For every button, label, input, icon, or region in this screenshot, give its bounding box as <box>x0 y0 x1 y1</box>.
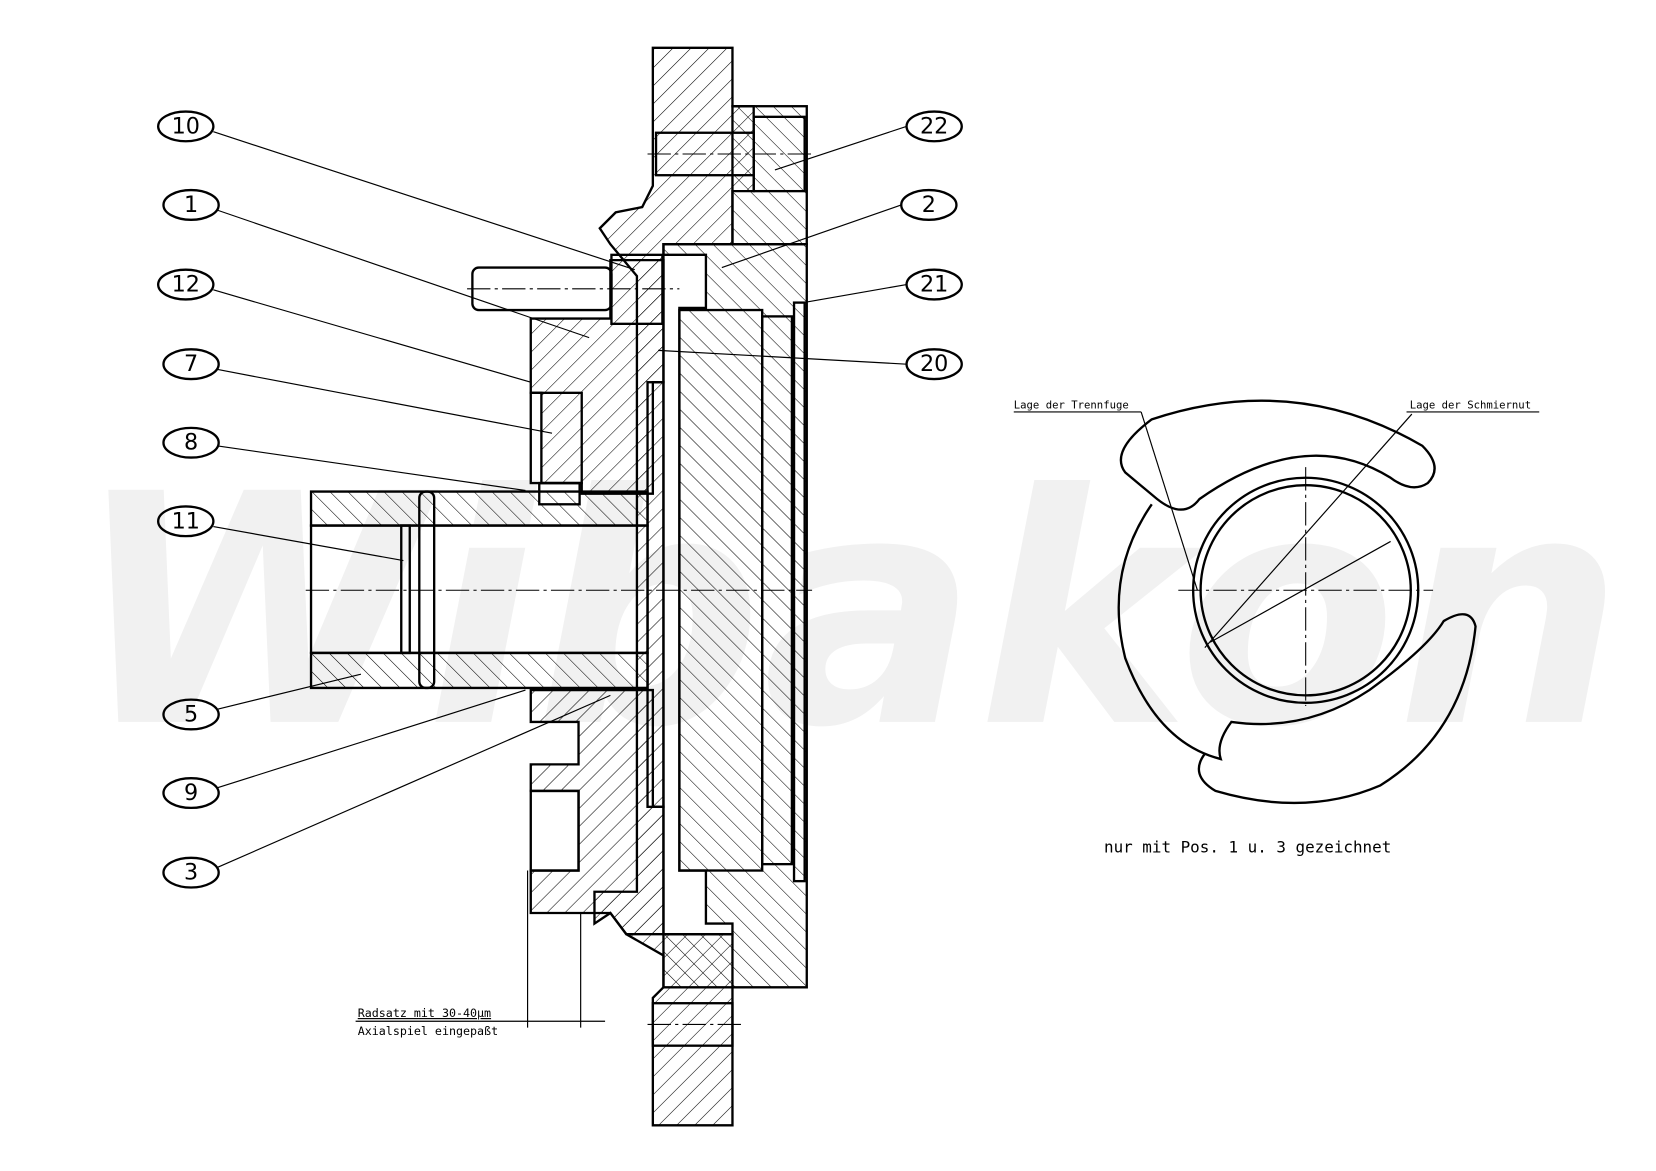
balloon-5: 5 <box>162 698 220 731</box>
svg-text:20: 20 <box>920 351 948 377</box>
cover <box>662 243 808 989</box>
split-bearing-shell <box>1119 399 1436 511</box>
axial-note-line1: Radsatz mit 30-40µm <box>358 1006 491 1020</box>
watermark: Wibakon <box>74 427 1623 798</box>
hub <box>529 258 665 495</box>
svg-text:5: 5 <box>184 701 198 727</box>
retaining-ring-11 <box>400 524 411 655</box>
svg-text:1: 1 <box>184 192 198 218</box>
axial-note-line2: Axialspiel eingepaßt <box>358 1024 498 1038</box>
side-view <box>1013 399 1540 805</box>
svg-text:21: 21 <box>920 272 948 298</box>
balloon-3: 3 <box>162 856 220 889</box>
svg-text:3: 3 <box>184 860 198 886</box>
balloon-20: 20 <box>905 348 963 381</box>
svg-text:11: 11 <box>172 508 200 534</box>
balloon-22: 22 <box>905 110 963 143</box>
svg-text:12: 12 <box>172 272 200 298</box>
balloon-7: 7 <box>162 348 220 381</box>
balloon-10: 10 <box>157 110 215 143</box>
leader-lines <box>213 125 907 868</box>
svg-text:22: 22 <box>920 113 948 139</box>
bore-end <box>646 381 665 808</box>
svg-text:10: 10 <box>172 113 200 139</box>
balloon-12: 12 <box>157 268 215 301</box>
seal-ring <box>792 301 806 883</box>
svg-text:8: 8 <box>184 430 198 456</box>
label-schmiernut: Lage der Schmiernut <box>1410 399 1531 412</box>
sectional-view <box>305 46 813 1127</box>
svg-text:7: 7 <box>184 351 198 377</box>
shaft-lower <box>309 651 649 690</box>
lower-pin <box>529 789 580 872</box>
balloon-21: 21 <box>905 268 963 301</box>
svg-text:9: 9 <box>184 780 198 806</box>
balloon-8: 8 <box>162 426 220 459</box>
pin-8 <box>538 481 581 506</box>
label-trennfuge: Lage der Trennfuge <box>1014 399 1129 412</box>
svg-text:2: 2 <box>922 192 936 218</box>
balloon-1: 1 <box>162 188 220 221</box>
balloon-11: 11 <box>157 505 215 538</box>
shaft <box>309 490 649 527</box>
balloon-2: 2 <box>900 188 958 221</box>
balloon-9: 9 <box>162 777 220 810</box>
side-view-caption: nur mit Pos. 1 u. 3 gezeichnet <box>1104 837 1391 856</box>
